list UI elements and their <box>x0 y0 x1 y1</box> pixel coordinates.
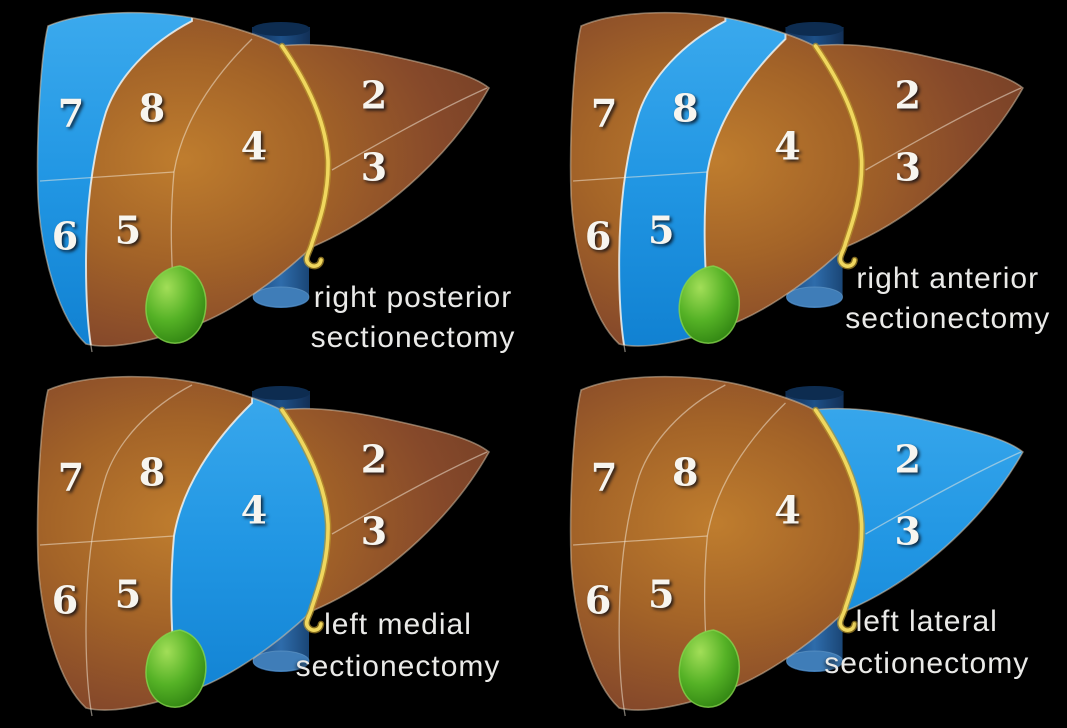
segment-numbers: 7 8 4 2 3 6 5 <box>52 437 387 623</box>
segment-5-label: 5 <box>648 572 674 617</box>
panel-caption: right anterior sectionectomy <box>845 262 1050 335</box>
segment-5-label: 5 <box>115 572 141 617</box>
segment-numbers: 7 8 4 2 3 6 5 <box>52 73 387 259</box>
segment-3-label: 3 <box>894 509 920 554</box>
panel-caption: left medial sectionectomy <box>296 608 501 683</box>
caption-line-2: sectionectomy <box>311 321 516 354</box>
segment-6-label: 6 <box>52 578 78 623</box>
segment-3-label: 3 <box>894 145 920 190</box>
panel-right-posterior-sectionectomy: 7 8 4 2 3 6 5 right posterior sectionect… <box>0 0 533 364</box>
segment-7-label: 7 <box>591 91 617 136</box>
segment-5-label: 5 <box>648 208 674 253</box>
segment-8-label: 8 <box>139 450 165 495</box>
caption-line-1: right anterior <box>856 262 1039 295</box>
segment-7-label: 7 <box>58 91 84 136</box>
caption-line-2: sectionectomy <box>824 647 1029 680</box>
segment-numbers: 7 8 4 2 3 6 5 <box>585 437 921 623</box>
caption-line-1: left lateral <box>856 605 998 638</box>
segment-4-label: 4 <box>774 488 800 533</box>
segment-6-label: 6 <box>585 578 611 623</box>
segment-6-label: 6 <box>585 214 611 259</box>
segment-2-label: 2 <box>894 73 920 118</box>
segment-8-label: 8 <box>672 86 698 131</box>
segment-2-label: 2 <box>361 437 387 482</box>
segment-8-label: 8 <box>139 86 165 131</box>
segment-7-label: 7 <box>591 455 617 500</box>
segment-2-label: 2 <box>894 437 920 482</box>
segment-numbers: 7 8 4 2 3 6 5 <box>585 73 921 259</box>
segment-3-label: 3 <box>361 509 387 554</box>
segment-5-label: 5 <box>115 208 141 253</box>
segment-6-label: 6 <box>52 214 78 259</box>
panel-right-anterior-sectionectomy: 7 8 4 2 3 6 5 right anterior sectionecto… <box>533 0 1067 364</box>
panel-caption: right posterior sectionectomy <box>311 281 516 354</box>
segment-4-label: 4 <box>774 124 800 169</box>
segment-4-label: 4 <box>241 124 267 169</box>
panel-left-lateral-sectionectomy: 7 8 4 2 3 6 5 left lateral sectionectomy <box>533 364 1067 728</box>
segment-7-label: 7 <box>58 455 84 500</box>
segment-2-label: 2 <box>361 73 387 118</box>
caption-line-2: sectionectomy <box>845 302 1050 335</box>
segment-8-label: 8 <box>672 450 698 495</box>
panel-caption: left lateral sectionectomy <box>824 605 1029 680</box>
caption-line-1: left medial <box>324 608 472 641</box>
caption-line-2: sectionectomy <box>296 650 501 683</box>
panel-left-medial-sectionectomy: 7 8 4 2 3 6 5 left medial sectionectomy <box>0 364 533 728</box>
caption-line-1: right posterior <box>314 281 512 314</box>
segment-4-label: 4 <box>241 488 267 533</box>
segment-3-label: 3 <box>361 145 387 190</box>
